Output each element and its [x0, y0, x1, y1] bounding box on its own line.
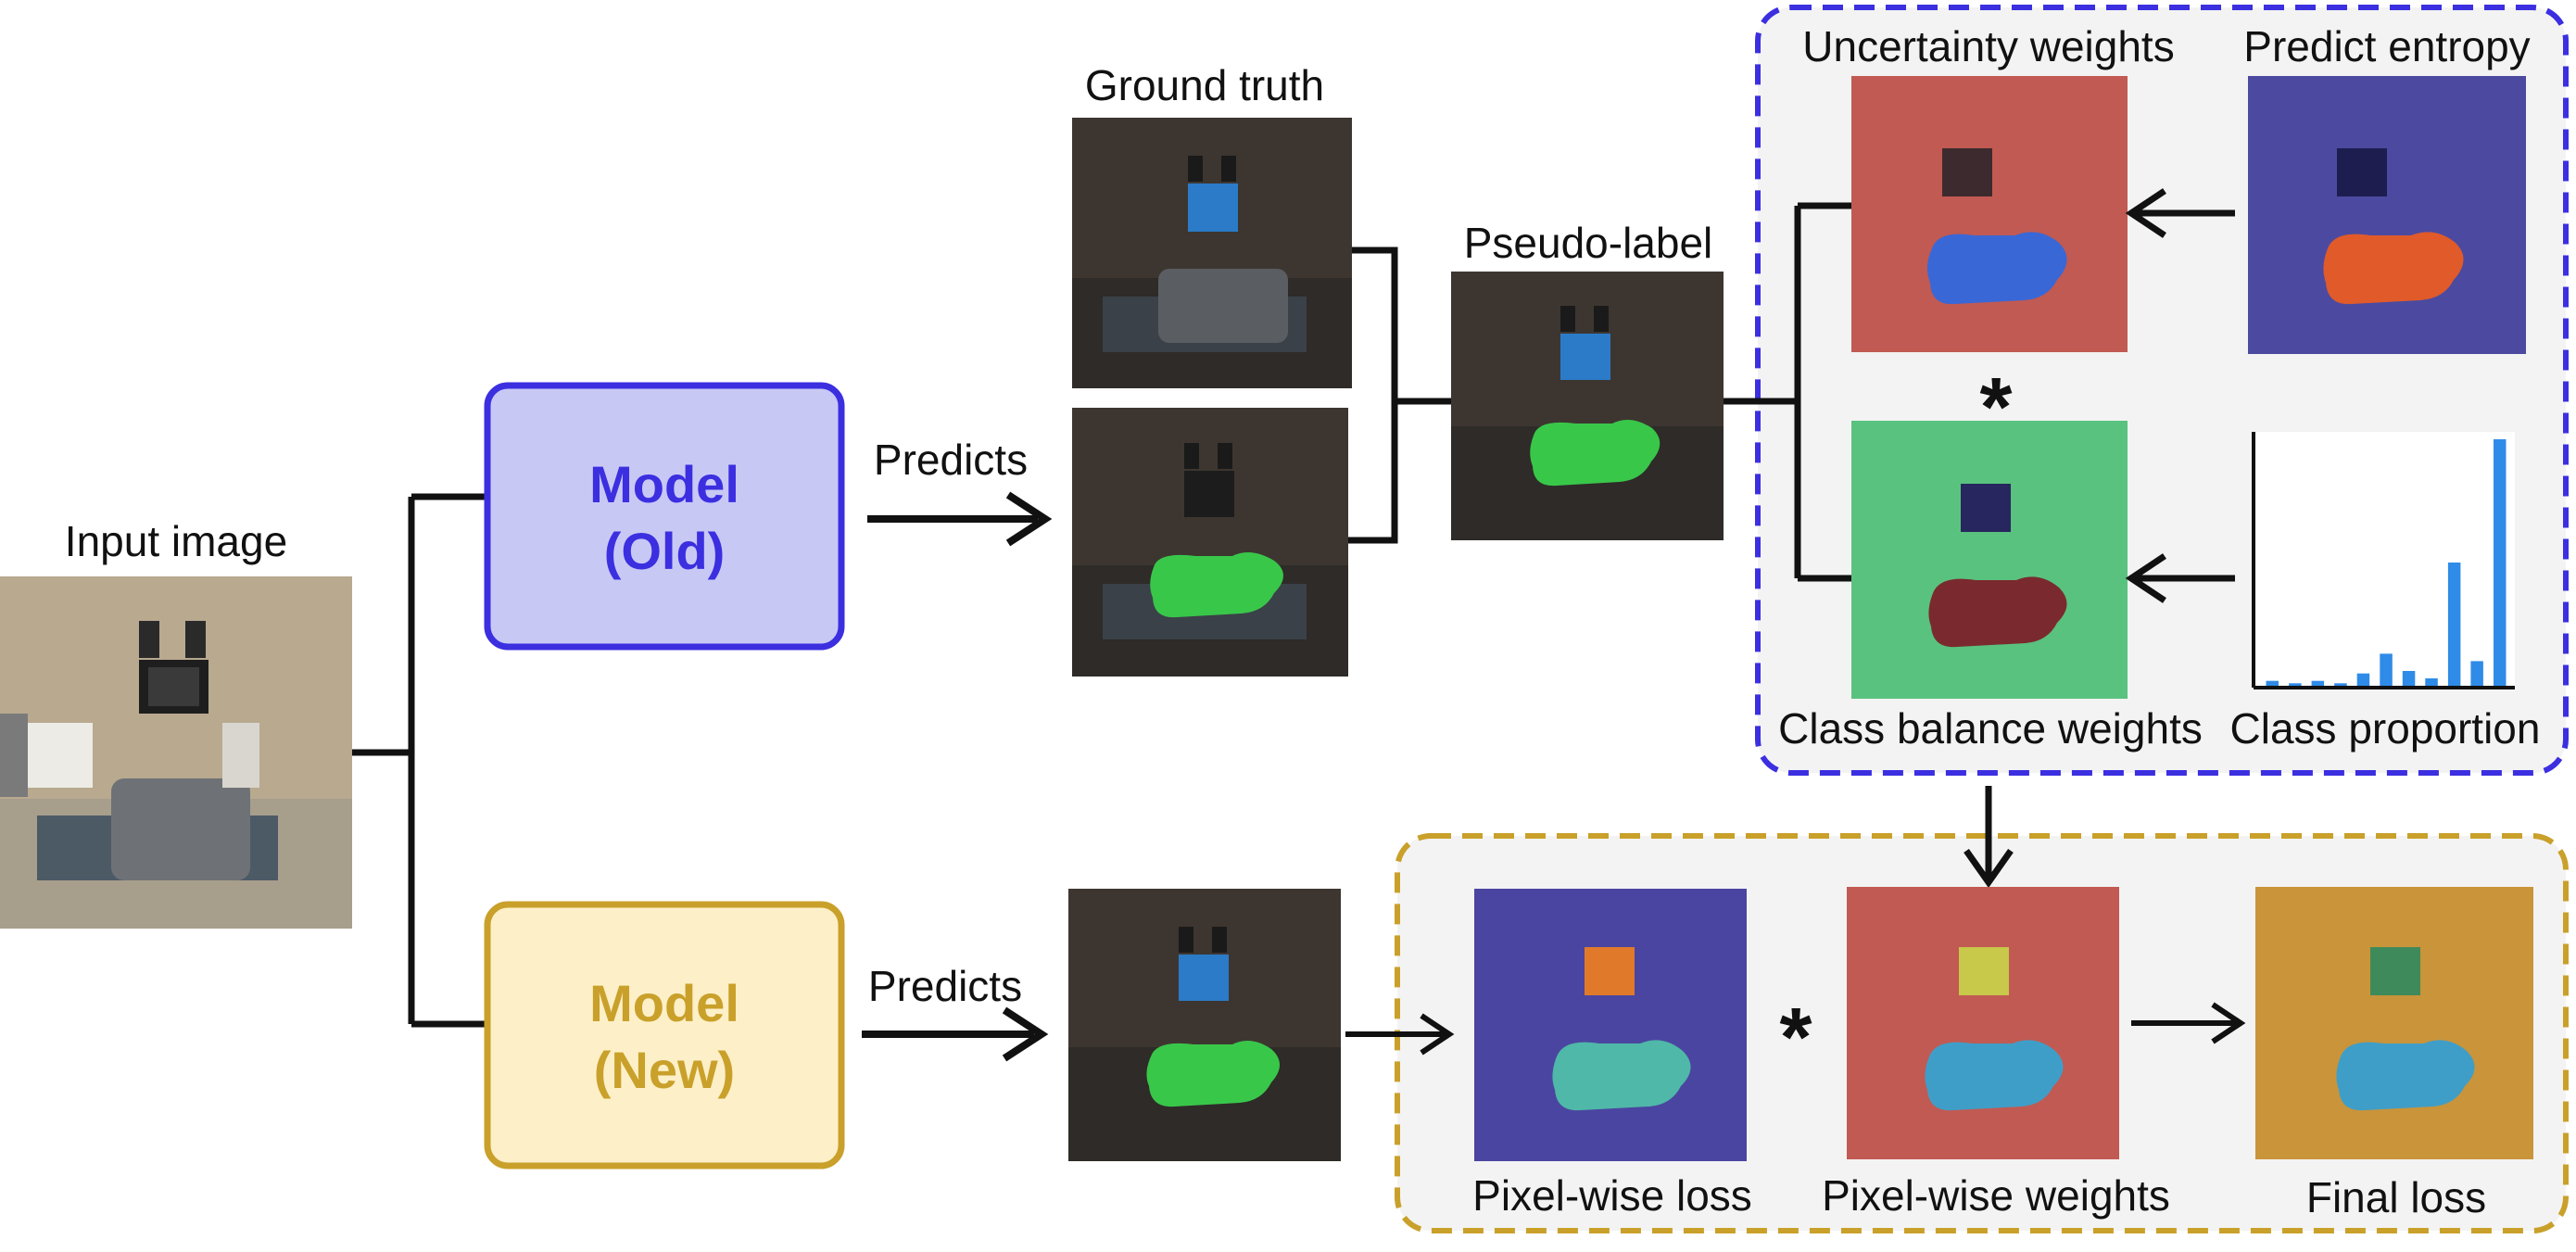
model-new-box	[484, 901, 845, 1170]
prediction-to-loss-arrow	[1345, 1013, 1455, 1056]
class-proportion-bar	[2380, 653, 2393, 686]
input-image	[0, 576, 352, 929]
proportion-to-class-balance-arrow	[2125, 553, 2235, 603]
model-new-label-line2: (New)	[594, 1041, 735, 1099]
pixel-wise-loss-image	[1474, 889, 1747, 1161]
class-balance-weights-image	[1851, 421, 2128, 699]
predicts-old-arrow	[867, 491, 1053, 547]
class-proportion-chart	[2252, 432, 2515, 689]
class-proportion-bar	[2494, 439, 2507, 686]
pixel-wise-weights-label: Pixel-wise weights	[1822, 1171, 2170, 1220]
class-proportion-bar	[2425, 678, 2438, 686]
ground-truth-image	[1072, 118, 1352, 388]
pixel-wise-loss-label: Pixel-wise loss	[1472, 1171, 1752, 1220]
ground-truth-label: Ground truth	[1085, 61, 1324, 109]
class-proportion-bar	[2447, 563, 2461, 686]
predicts-new-arrow	[862, 1006, 1049, 1062]
pseudo-label-image	[1451, 272, 1724, 540]
uncertainty-weights-label: Uncertainty weights	[1802, 22, 2174, 70]
uncertainty-weights-image	[1851, 76, 2128, 352]
class-proportion-label: Class proportion	[2230, 704, 2541, 752]
final-loss-image	[2255, 887, 2533, 1159]
multiply-symbol-bottom: *	[1779, 992, 1812, 1084]
model-old-box	[484, 382, 845, 651]
class-proportion-bar	[2402, 671, 2416, 686]
class-proportion-bar	[2334, 683, 2347, 686]
old-model-prediction-image	[1072, 408, 1348, 677]
class-balance-weights-label: Class balance weights	[1778, 704, 2203, 752]
pseudo-label-label: Pseudo-label	[1464, 219, 1713, 267]
weights-to-final-loss-arrow	[2131, 1002, 2246, 1044]
entropy-to-uncertainty-arrow	[2125, 188, 2235, 238]
class-proportion-bar	[2470, 661, 2483, 686]
pixel-wise-weights-image	[1847, 887, 2119, 1159]
model-old-label-line2: (Old)	[604, 522, 726, 580]
predicts-old-label: Predicts	[874, 436, 1028, 484]
predict-entropy-image	[2248, 76, 2526, 354]
model-old-label-line1: Model	[589, 455, 739, 513]
input-image-label: Input image	[65, 517, 287, 565]
final-loss-label: Final loss	[2306, 1173, 2486, 1221]
pseudo-label-to-weights-connector	[1724, 202, 1851, 582]
weights-to-pixel-weights-arrow	[1964, 786, 2014, 889]
new-model-prediction-image	[1068, 889, 1341, 1161]
class-proportion-bar	[2266, 680, 2279, 686]
model-new-label-line1: Model	[589, 974, 739, 1032]
predict-entropy-label: Predict entropy	[2243, 22, 2530, 70]
class-proportion-bar	[2289, 683, 2302, 686]
merge-to-pseudo-label-connector	[1348, 247, 1451, 544]
input-to-models-connector	[352, 493, 487, 1028]
predicts-new-label: Predicts	[868, 962, 1022, 1010]
class-proportion-bar	[2311, 680, 2325, 686]
class-proportion-bar	[2356, 673, 2370, 686]
